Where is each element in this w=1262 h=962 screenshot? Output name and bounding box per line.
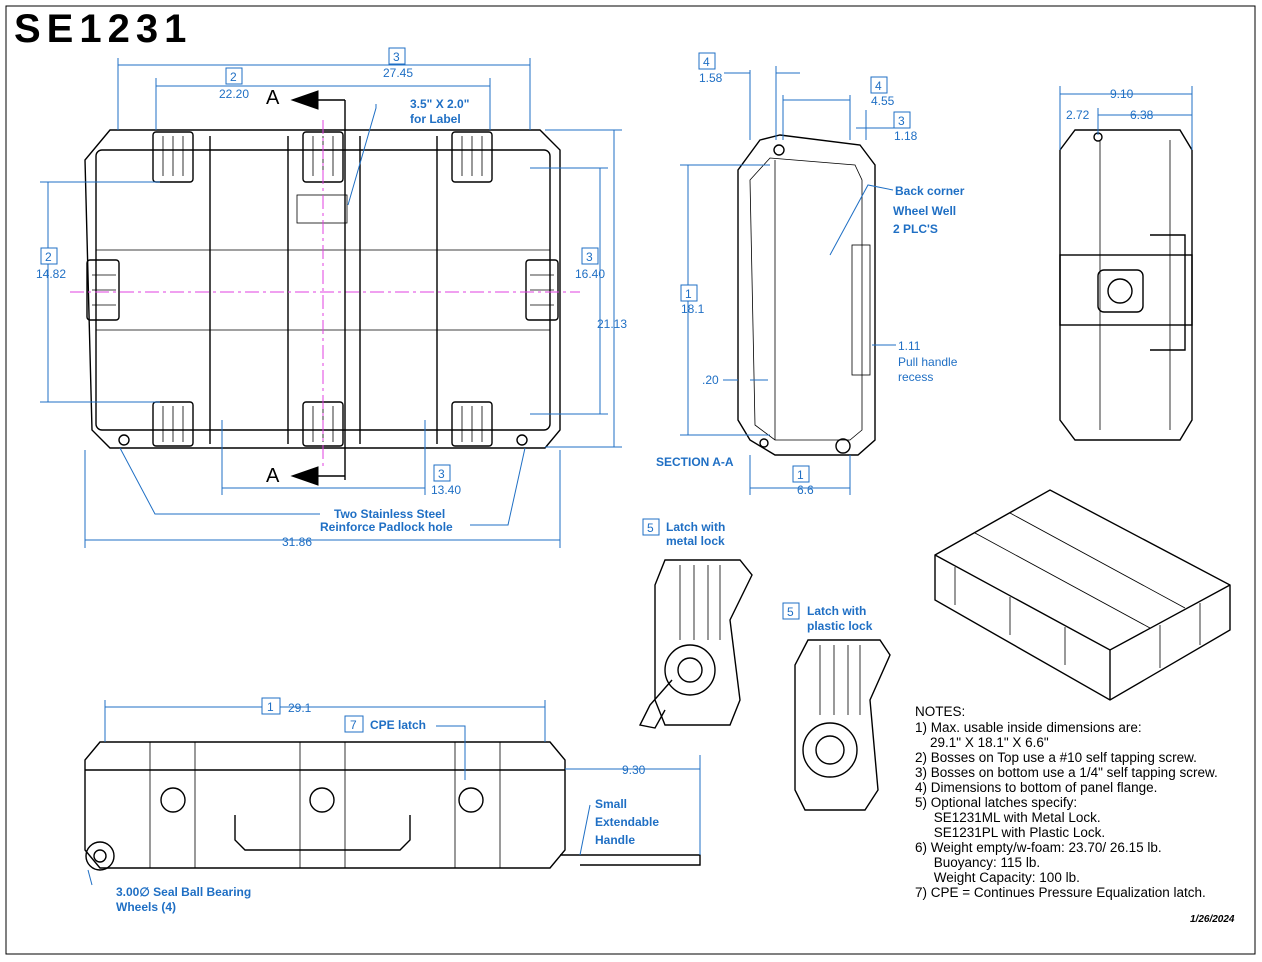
dim-top-right-h: 16.40: [575, 267, 605, 281]
note-line: 5) Optional latches specify:: [915, 795, 1077, 810]
dim-ref: 5: [787, 605, 794, 619]
dim-top-left-h: 14.82: [36, 267, 66, 281]
dim-ref: 4: [703, 55, 710, 69]
label-callout-1: 3.5" X 2.0": [410, 97, 469, 111]
dim-ref: 1: [797, 468, 804, 482]
dim-ref: 1: [267, 700, 274, 714]
note-line: SE1231ML with Metal Lock.: [915, 810, 1101, 825]
dim-top-bottom-w: 13.40: [431, 483, 461, 497]
dim-front-w: 29.1: [288, 701, 312, 715]
dim-ref: 1: [685, 287, 692, 301]
note-line: 6) Weight empty/w-foam: 23.70/ 26.15 lb.: [915, 840, 1162, 855]
notes-block: NOTES: 1) Max. usable inside dimensions …: [915, 704, 1235, 925]
drawing-title: SE1231: [14, 7, 192, 51]
note-line: 2) Bosses on Top use a #10 self tapping …: [915, 750, 1197, 765]
wheel-well-2: Wheel Well: [893, 204, 956, 218]
dim-ref: 4: [875, 79, 882, 93]
note-line: 4) Dimensions to bottom of panel flange.: [915, 780, 1157, 795]
dim-top-overall: 31.86: [282, 535, 312, 549]
dim-top-inner-w: 22.20: [219, 87, 249, 101]
section-mark-bottom: A: [266, 465, 280, 487]
dim-ref: 3: [586, 250, 593, 264]
note-line: Buoyancy: 115 lb.: [915, 855, 1040, 870]
handle-callout-3: Handle: [595, 833, 635, 847]
section-mark-top: A: [266, 87, 280, 109]
dim-sec-depth: 4.55: [871, 94, 895, 108]
wheel-well-1: Back corner: [895, 184, 965, 198]
latch-metal-2: metal lock: [666, 534, 725, 548]
dim-side-b: 6.38: [1130, 108, 1154, 122]
side-view: 9.10 2.72 6.38: [1059, 86, 1193, 441]
dim-sec-height: 18.1: [681, 302, 705, 316]
dim-side-total: 9.10: [1110, 87, 1134, 101]
note-line: 3) Bosses on bottom use a 1/4" self tapp…: [915, 765, 1218, 780]
dim-sec-lid: 1.18: [894, 129, 918, 143]
note-line: 1) Max. usable inside dimensions are:: [915, 720, 1142, 735]
dim-sec-flange: 1.58: [699, 71, 723, 85]
pull-handle-2: recess: [898, 370, 933, 384]
latch-metal-view: 5 Latch with metal lock: [638, 518, 753, 729]
latch-plastic-2: plastic lock: [807, 619, 873, 633]
isometric-view: [934, 489, 1231, 701]
drawing-date: 1/26/2024: [1190, 914, 1235, 925]
label-callout-2: for Label: [410, 112, 461, 126]
note-line: NOTES:: [915, 704, 965, 719]
sheet-border: [5, 5, 1256, 955]
dim-ref: 2: [230, 70, 237, 84]
dim-sec-wall: .20: [702, 373, 719, 387]
section-view: 4 1.58 4 4.55 3 1.18 1 18.1 .20 1 6.6 1.…: [656, 52, 965, 497]
wheels-callout-2: Wheels (4): [116, 900, 176, 914]
note-line: SE1231PL with Plastic Lock.: [915, 825, 1105, 840]
latch-metal-1: Latch with: [666, 520, 725, 534]
padlock-callout-2: Reinforce Padlock hole: [320, 520, 453, 534]
pull-handle-1: Pull handle: [898, 355, 958, 369]
handle-callout-2: Extendable: [595, 815, 659, 829]
front-view: 1 29.1 9.30 7 CPE latch Small Extendable…: [84, 697, 701, 914]
note-line: 29.1" X 18.1" X 6.6": [915, 735, 1049, 750]
note-line: 7) CPE = Continues Pressure Equalization…: [915, 885, 1206, 900]
dim-ref: 2: [45, 250, 52, 264]
dim-side-a: 2.72: [1066, 108, 1090, 122]
dim-ref: 3: [898, 114, 905, 128]
handle-callout-1: Small: [595, 797, 627, 811]
dim-top-total-h: 21.13: [597, 317, 627, 331]
note-line: Weight Capacity: 100 lb.: [915, 870, 1080, 885]
dim-sec-recess: 1.11: [898, 339, 921, 353]
dim-ref: 5: [647, 521, 654, 535]
dim-ref: 3: [393, 50, 400, 64]
dim-ref: 7: [350, 718, 357, 732]
latch-plastic-1: Latch with: [807, 604, 866, 618]
dim-ref: 3: [438, 467, 445, 481]
dim-top-overall-w: 27.45: [383, 66, 413, 80]
wheel-well-3: 2 PLC'S: [893, 222, 938, 236]
top-view: A A 3 27.45 2 22.20 2: [36, 47, 627, 549]
wheels-callout-1: 3.00∅ Seal Ball Bearing: [116, 885, 251, 899]
latch-plastic-view: 5 Latch with plastic lock: [782, 602, 891, 811]
dim-front-handle: 9.30: [622, 763, 646, 777]
dim-sec-inner: 6.6: [797, 483, 814, 497]
section-label: SECTION A-A: [656, 455, 734, 469]
cpe-callout: CPE latch: [370, 718, 426, 732]
padlock-callout-1: Two Stainless Steel: [334, 507, 445, 521]
